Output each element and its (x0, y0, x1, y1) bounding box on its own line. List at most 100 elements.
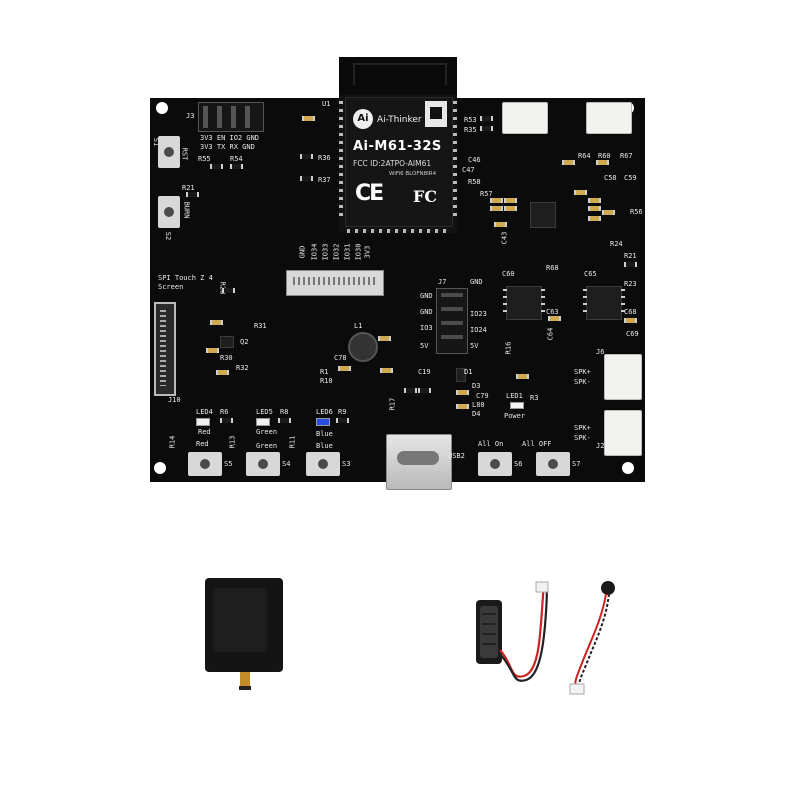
fpc-io34: IO34 (310, 243, 319, 261)
r1-ref: R1 (320, 368, 329, 376)
c63-ref: C63 (546, 308, 559, 316)
r68-ref: R68 (546, 264, 559, 272)
speaker-with-cable (476, 581, 549, 682)
burn-label: BURN (182, 201, 191, 219)
module-brand: Ai-Thinker (377, 115, 422, 125)
mic-connector-right[interactable] (586, 102, 632, 134)
red-led-button[interactable] (188, 452, 222, 476)
burn-button[interactable] (158, 196, 180, 228)
c58-ref: C58 (604, 174, 617, 182)
j7-left-2: IO3 (420, 324, 433, 332)
capacitor (206, 348, 219, 353)
c79-ref: C79 (476, 392, 489, 400)
usb-c-port[interactable] (386, 434, 452, 490)
j3-label-row2: 3V3 TX RX GND (200, 143, 255, 151)
j7-header[interactable] (436, 288, 468, 354)
j7-right-2: IO24 (470, 326, 487, 334)
j3-ref: J3 (186, 112, 195, 120)
resistor (336, 418, 349, 423)
r17-ref: R17 (388, 397, 397, 411)
s7-ref: S7 (572, 460, 581, 468)
j7-left-3: 5V (420, 342, 429, 350)
s3-ref: S3 (342, 460, 351, 468)
r9-ref: R9 (338, 408, 347, 416)
j3-header[interactable] (198, 102, 264, 132)
r3-ref: R3 (530, 394, 539, 402)
amplifier-ic-left (503, 286, 545, 320)
resistor (278, 418, 291, 423)
mic-connector-left[interactable] (502, 102, 548, 134)
mic-wire-black (578, 593, 610, 689)
module-fcc: FCC ID:2ATPO-AIM61 (353, 159, 432, 168)
mic-plug (569, 683, 585, 695)
r16-ref: R16 (504, 341, 513, 355)
antenna-area (339, 57, 457, 95)
capacitor (588, 206, 601, 211)
usb-label: USB2 (448, 452, 465, 460)
r53-ref: R53 (464, 116, 477, 124)
speaker-plug (535, 581, 549, 593)
j7-ref: J7 (438, 278, 447, 286)
fpc-io30: IO30 (354, 243, 363, 261)
r60-ref: R60 (598, 152, 611, 160)
j6-spk-plus: SPK+ (574, 368, 591, 376)
qr-pad (425, 101, 447, 127)
spi-label: SPI Touch Z 4 (158, 274, 213, 282)
mic-wire-red (574, 593, 607, 689)
module-model: Ai-M61-32S (353, 139, 442, 154)
fpc-io31: IO31 (343, 243, 352, 261)
l80-ref: L80 (472, 401, 485, 409)
d3-ref: D3 (472, 382, 481, 390)
r58-ref: R58 (468, 178, 481, 186)
r54-ref: R54 (230, 155, 243, 163)
resistor (300, 154, 313, 159)
r37-ref: R37 (318, 176, 331, 184)
c60-ref: C60 (502, 270, 515, 278)
codec-ic (530, 202, 556, 228)
spi-screen-connector[interactable] (154, 302, 176, 396)
capacitor (494, 222, 507, 227)
capacitor (562, 160, 575, 165)
capacitor (624, 318, 637, 323)
capacitor (338, 366, 351, 371)
r21b-ref: R21 (624, 252, 637, 260)
j7-right-1: IO23 (470, 310, 487, 318)
capacitor (596, 160, 609, 165)
all-on-label: All On (478, 440, 504, 448)
resistor (230, 164, 243, 169)
r6-ref: R6 (220, 408, 229, 416)
resistor (220, 418, 233, 423)
rst-button[interactable] (158, 136, 180, 168)
speaker-connector-j2[interactable] (604, 410, 642, 456)
c78-ref: C78 (334, 354, 347, 362)
inductor-l1 (348, 332, 378, 362)
j7-left-0: GND (420, 292, 433, 300)
fpc-io33: IO33 (321, 243, 330, 261)
power-label: Power (504, 412, 526, 420)
r57-ref: R57 (480, 190, 493, 198)
green-led-button[interactable] (246, 452, 280, 476)
c47-ref: C47 (462, 166, 475, 174)
j7-right-0: GND (470, 278, 483, 286)
all-off-button[interactable] (536, 452, 570, 476)
j3-label-row1: 3V3 EN IO2 GND (200, 134, 260, 142)
c69-ref: C69 (626, 330, 639, 338)
led6-blue (316, 418, 330, 426)
j10-ref: J10 (168, 396, 181, 404)
led6-ref: LED6 (316, 408, 333, 416)
fpc-connector[interactable] (286, 270, 384, 296)
rst-label: RST (180, 147, 189, 161)
all-on-button[interactable] (478, 452, 512, 476)
amplifier-ic-right (583, 286, 625, 320)
r8-ref: R8 (280, 408, 289, 416)
speaker-connector-j6[interactable] (604, 354, 642, 400)
led5-green (256, 418, 270, 426)
blue-label: Blue (316, 442, 333, 450)
j7-right-3: 5V (470, 342, 479, 350)
led4-color: Red (198, 428, 211, 436)
s4-ref: S4 (282, 460, 291, 468)
capacitor (588, 198, 601, 203)
r21-ref: R21 (182, 184, 195, 192)
capacitor (378, 336, 391, 341)
blue-led-button[interactable] (306, 452, 340, 476)
